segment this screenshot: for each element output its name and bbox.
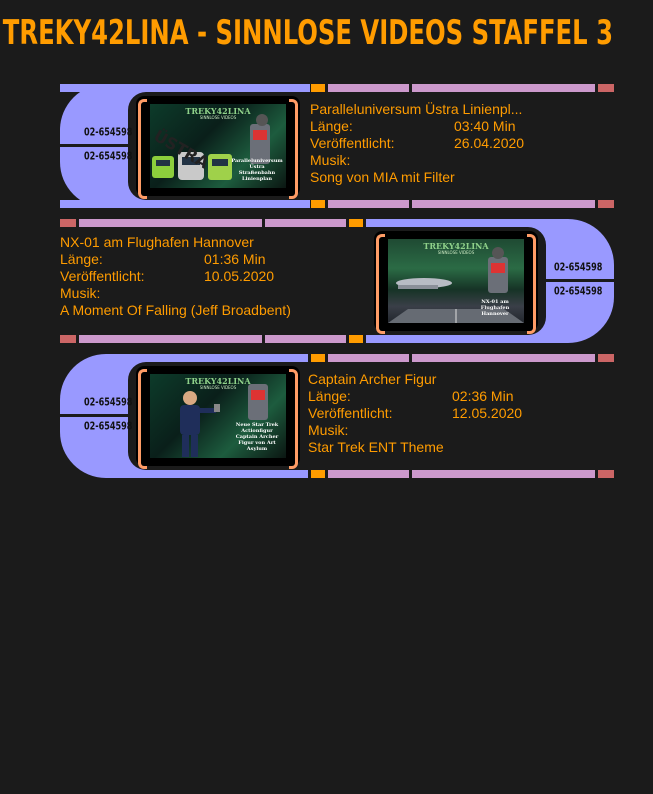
video-published: 10.05.2020 <box>204 268 275 284</box>
video-card-3[interactable]: 02-654598 02-654598 TREKY42LINA SINNLOSE… <box>60 354 614 478</box>
published-label: Veröffentlicht: <box>60 268 145 284</box>
thumb-caption: Paralleluniversum Üstra Straßenbahn Lini… <box>231 158 283 182</box>
video-published: 12.05.2020 <box>452 405 523 421</box>
thumbnail-image: TREKY42LINA SINNLOSE VIDEOS Neue Star Tr… <box>150 374 286 458</box>
action-figure-icon <box>180 384 268 457</box>
video-music: Star Trek ENT Theme <box>308 439 444 455</box>
thumbnail-image: TREKY42LINA SINNLOSE VIDEOS ÜSTRA Parall… <box>150 104 286 188</box>
thumb-brand: TREKY42LINA <box>185 106 251 116</box>
lcars-bar <box>349 335 363 343</box>
lcars-bar <box>598 354 614 362</box>
lcars-divider <box>544 279 614 282</box>
lcars-bar <box>412 470 595 478</box>
lcars-bar <box>60 219 76 227</box>
lcars-bar <box>412 84 595 92</box>
thumb-caption: NX-01 am Flughafen Hannover <box>480 299 510 317</box>
lcars-divider <box>60 144 130 147</box>
lcars-code: 02-654598 <box>84 397 133 409</box>
lcars-bar <box>412 200 595 208</box>
video-published: 26.04.2020 <box>454 135 525 151</box>
video-card-1[interactable]: 02-654598 02-654598 TREKY42LINA SINNLOSE… <box>60 84 614 208</box>
lcars-bar <box>328 84 409 92</box>
lcars-bar <box>311 470 325 478</box>
thumb-bracket <box>289 99 298 199</box>
video-title[interactable]: Captain Archer Figur <box>308 371 437 387</box>
thumb-bracket <box>376 234 385 334</box>
length-label: Länge: <box>308 388 351 404</box>
thumb-bracket <box>527 234 536 334</box>
thumb-brand: TREKY42LINA <box>423 241 489 251</box>
lcars-bar <box>328 354 409 362</box>
video-length: 01:36 Min <box>204 251 266 267</box>
thumb-brand: TREKY42LINA <box>185 376 251 386</box>
thumbnail-image: TREKY42LINA SINNLOSE VIDEOS NX-01 am Flu… <box>388 239 524 323</box>
video-title[interactable]: NX-01 am Flughafen Hannover <box>60 234 254 250</box>
video-thumbnail[interactable]: TREKY42LINA SINNLOSE VIDEOS Neue Star Tr… <box>136 366 300 469</box>
lcars-bar <box>598 200 614 208</box>
lcars-bar <box>265 335 346 343</box>
video-thumbnail[interactable]: TREKY42LINA SINNLOSE VIDEOS ÜSTRA Parall… <box>136 96 300 199</box>
thumb-bracket <box>138 99 147 199</box>
video-card-2[interactable]: 02-654598 02-654598 TREKY42LINA SINNLOSE… <box>60 219 614 343</box>
lcars-bar <box>349 219 363 227</box>
music-label: Musik: <box>60 285 101 301</box>
thumb-sub: SINNLOSE VIDEOS <box>199 115 237 120</box>
lcars-bar <box>598 84 614 92</box>
lcars-bar <box>265 219 346 227</box>
lcars-bar <box>311 354 325 362</box>
lcars-bar <box>598 470 614 478</box>
lcars-code: 02-654598 <box>84 127 133 139</box>
lcars-bar <box>60 335 76 343</box>
thumb-sub: SINNLOSE VIDEOS <box>437 250 475 255</box>
music-label: Musik: <box>310 152 351 168</box>
lcars-bar <box>79 335 262 343</box>
length-label: Länge: <box>60 251 103 267</box>
video-length: 03:40 Min <box>454 118 516 134</box>
lcars-code: 02-654598 <box>554 286 603 298</box>
thumb-sub: SINNLOSE VIDEOS <box>199 385 237 390</box>
tram-icon <box>152 114 270 180</box>
published-label: Veröffentlicht: <box>310 135 395 151</box>
thumb-caption: Neue Star Trek Actionfigur Captain Arche… <box>235 422 279 452</box>
video-title[interactable]: Paralleluniversum Üstra Linienpl... <box>310 101 523 117</box>
lcars-bar <box>311 84 325 92</box>
video-length: 02:36 Min <box>452 388 514 404</box>
lcars-bar <box>328 200 409 208</box>
length-label: Länge: <box>310 118 353 134</box>
video-music: A Moment Of Falling (Jeff Broadbent) <box>60 302 291 318</box>
lcars-code: 02-654598 <box>554 262 603 274</box>
video-info: Paralleluniversum Üstra Linienpl... Läng… <box>310 101 524 186</box>
lcars-bar <box>79 219 262 227</box>
video-info: NX-01 am Flughafen Hannover Länge: 01:36 … <box>60 234 291 319</box>
lcars-divider <box>60 414 130 417</box>
lcars-bar <box>311 200 325 208</box>
page-title: TREKY42LINA - SINNLOSE VIDEOS STAFFEL 3 <box>2 14 613 53</box>
thumb-bracket <box>289 369 298 469</box>
lcars-bar <box>328 470 409 478</box>
published-label: Veröffentlicht: <box>308 405 393 421</box>
starship-icon <box>388 247 524 323</box>
music-label: Musik: <box>308 422 349 438</box>
lcars-code: 02-654598 <box>84 151 133 163</box>
video-music: Song von MIA mit Filter <box>310 169 455 185</box>
lcars-code: 02-654598 <box>84 421 133 433</box>
lcars-bar <box>412 354 595 362</box>
video-thumbnail[interactable]: TREKY42LINA SINNLOSE VIDEOS NX-01 am Flu… <box>374 231 538 334</box>
video-info: Captain Archer Figur Länge: 02:36 Min Ver… <box>308 371 522 456</box>
thumb-bracket <box>138 369 147 469</box>
